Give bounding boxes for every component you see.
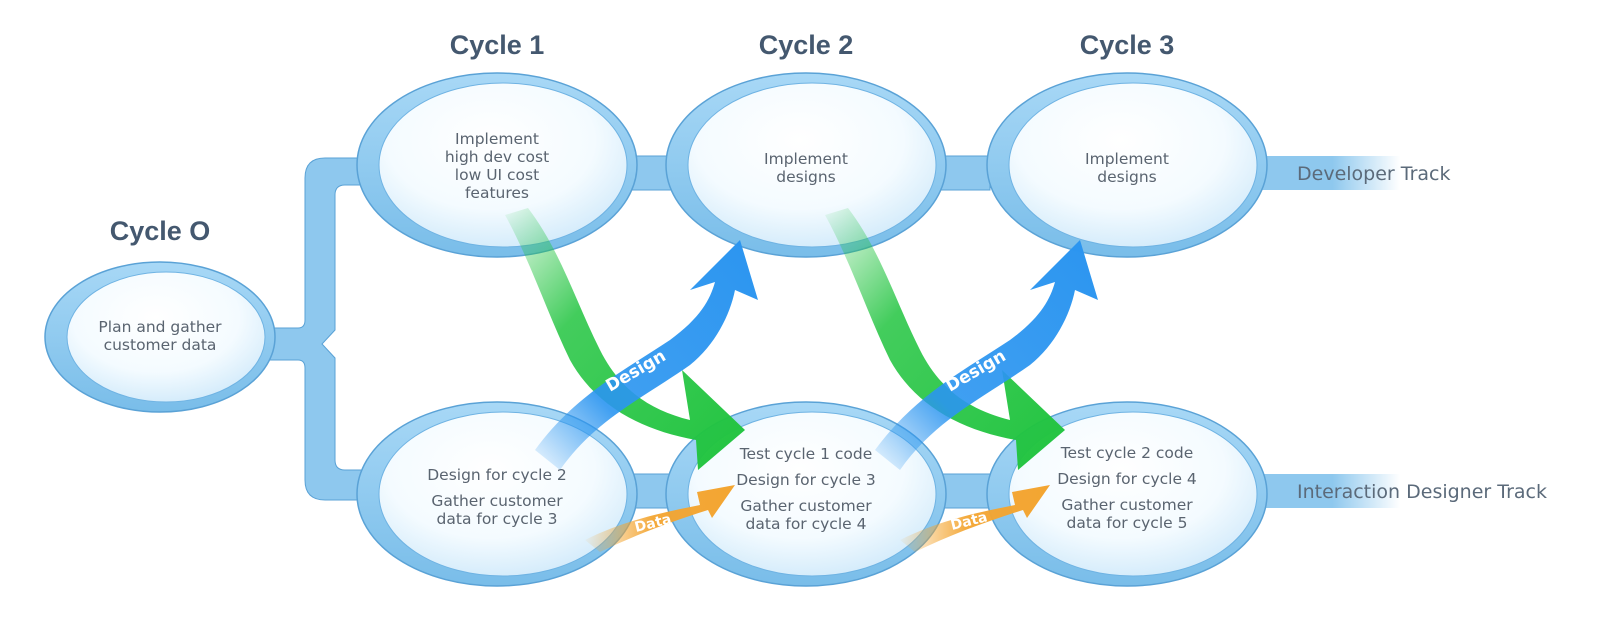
node-text-line: high dev cost: [445, 148, 549, 166]
node-text-line: customer data: [104, 336, 217, 354]
node-text-line: data for cycle 4: [746, 515, 867, 533]
developer-track-label: Developer Track: [1297, 163, 1450, 185]
node-bubble: [687, 82, 937, 248]
code-arrow-2-label: Code: [907, 284, 943, 336]
cycle-1-title: Cycle 1: [450, 30, 545, 60]
node-text-line: data for cycle 5: [1067, 514, 1188, 532]
node-text-line: Gather customer: [431, 492, 563, 510]
ix-track-tail: [1250, 474, 1400, 508]
branch-bracket: [261, 157, 373, 501]
node-text-line: Test cycle 1 code: [739, 445, 873, 463]
data-arrow-1-label: Data: [633, 511, 673, 536]
node-text-line: features: [465, 184, 529, 202]
node-text-line: Gather customer: [740, 497, 872, 515]
node-text-line: designs: [1097, 168, 1157, 186]
data-arrow-2-label: Data: [949, 509, 989, 534]
cycle-0-title: Cycle O: [110, 216, 211, 246]
node-bubble: [378, 82, 628, 248]
code-arrow-1: [505, 208, 745, 470]
node-bubble: [66, 271, 266, 403]
data-arrow-2: [900, 485, 1050, 552]
dev-track-tail: [1250, 156, 1400, 190]
node-text-line: Implement: [764, 150, 848, 168]
node-text-line: low UI cost: [455, 166, 539, 184]
node-text-line: Gather customer: [1061, 496, 1193, 514]
code-arrow-2: [825, 208, 1065, 470]
node-text-line: Plan and gather: [98, 318, 222, 336]
node-bubble: [1008, 411, 1258, 577]
node-text-line: Design for cycle 2: [427, 466, 567, 484]
design-arrow-2: [875, 240, 1098, 470]
node-bubble: [687, 411, 937, 577]
node-text-line: Design for cycle 3: [736, 471, 876, 489]
node-text-line: data for cycle 3: [437, 510, 558, 528]
node-text-line: designs: [776, 168, 836, 186]
node-text-line: Implement: [1085, 150, 1169, 168]
interaction-designer-track-label: Interaction Designer Track: [1297, 481, 1547, 503]
cycle-3-title: Cycle 3: [1080, 30, 1175, 60]
code-arrow-1-label: Code: [587, 272, 623, 324]
design-arrow-1: [535, 240, 758, 470]
data-arrow-1: [585, 485, 735, 552]
node-bubble: [1008, 82, 1258, 248]
node-text-line: Test cycle 2 code: [1060, 444, 1194, 462]
node-text-line: Design for cycle 4: [1057, 470, 1197, 488]
node-text-line: Implement: [455, 130, 539, 148]
cycle-2-title: Cycle 2: [759, 30, 854, 60]
